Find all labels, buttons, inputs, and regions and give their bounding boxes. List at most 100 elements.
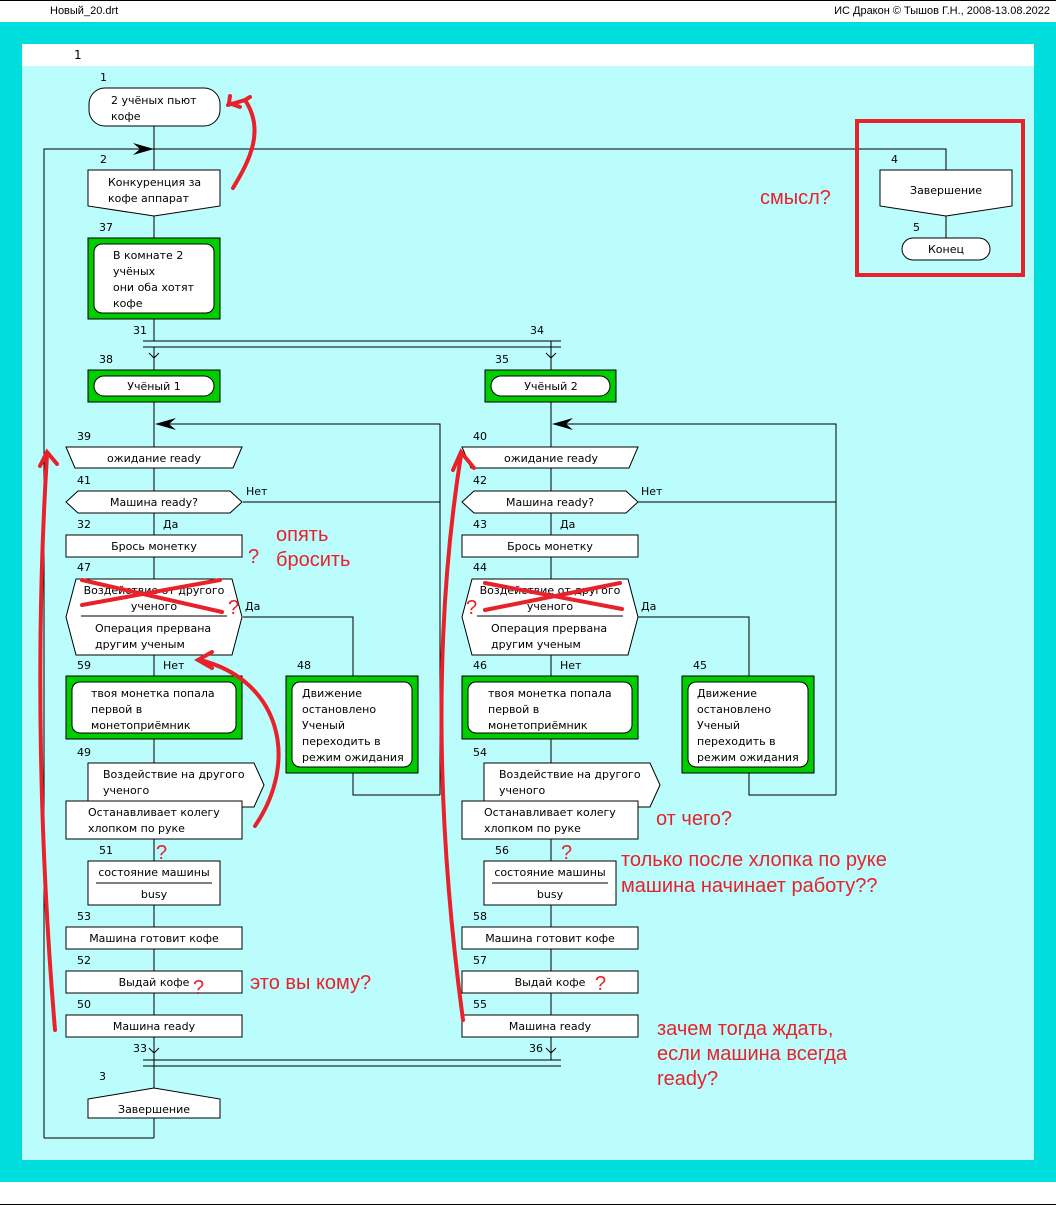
branch-node[interactable] (87, 169, 221, 217)
question-node[interactable] (461, 490, 639, 514)
sheet-number: 1 (74, 48, 82, 62)
question-mark-icon: ? (248, 546, 259, 568)
comment-node[interactable] (291, 681, 413, 768)
node-text: Выдай кофе (119, 976, 190, 989)
node-text: режим ожидания (302, 751, 404, 764)
action-node[interactable] (461, 970, 639, 994)
node-text: Учёный 1 (127, 380, 181, 393)
annotation-text: машина начинает работу?? (621, 875, 878, 897)
node-number: 5 (913, 221, 920, 234)
node-text: переходить в (697, 735, 776, 748)
file-name: Новый_20.drt (50, 5, 119, 17)
node-text: ученого (499, 784, 545, 797)
question-node[interactable] (65, 490, 243, 514)
question-mark-icon: ? (156, 842, 167, 864)
output-node[interactable] (87, 762, 265, 808)
node-text: Операция прервана (95, 622, 211, 635)
node-text: кофе (111, 110, 141, 123)
action-node[interactable] (65, 800, 243, 840)
node-text: Машина ready? (506, 496, 594, 509)
node-text: кофе (113, 297, 143, 310)
comment-node[interactable] (93, 243, 215, 314)
node-value: busy (537, 888, 564, 901)
action-node[interactable] (461, 800, 639, 840)
choice-node[interactable] (461, 578, 639, 656)
node-text: состояние машины (98, 866, 209, 879)
node-text: Учёный 2 (524, 380, 578, 393)
action-node[interactable] (461, 534, 639, 558)
branch-label-no: Нет (246, 485, 268, 498)
node-text: ожидание ready (107, 452, 202, 465)
highlight-box (855, 119, 1025, 277)
node-text: Ученый (697, 719, 740, 732)
node-text: Останавливает колегу (88, 806, 220, 819)
action-node[interactable] (65, 1014, 243, 1038)
node-text: учёных (113, 265, 156, 278)
node-number: 4 (891, 153, 898, 166)
node-text: твоя монетка попала (488, 687, 612, 700)
branch-label-no: Нет (163, 659, 185, 672)
node-number: 51 (99, 844, 113, 857)
action-node[interactable] (65, 534, 243, 558)
node-text: хлопком по руке (484, 822, 581, 835)
copyright-text: ИС Дракон © Тышов Г.Н., 2008-13.08.2022 (834, 5, 1050, 17)
node-number: 34 (530, 324, 544, 337)
node-text: В комнате 2 (113, 249, 183, 262)
annotation-text: ready? (657, 1068, 718, 1090)
annotation-text: от чего? (656, 808, 732, 830)
branch-node-end[interactable] (879, 169, 1013, 217)
annotation-arrow (198, 658, 281, 828)
address-node[interactable] (87, 1087, 221, 1119)
process-header[interactable] (490, 375, 611, 397)
node-text: состояние машины (494, 866, 605, 879)
branch-label-yes: Да (163, 518, 178, 531)
node-number: 31 (133, 324, 147, 337)
annotation-arrow (38, 453, 57, 1032)
node-number: 2 (100, 153, 107, 166)
node-number: 44 (473, 561, 487, 574)
question-mark-icon: ? (193, 977, 204, 999)
process-header[interactable] (93, 375, 215, 397)
node-text: первой в (488, 703, 539, 716)
node-text: Операция прервана (491, 622, 607, 635)
node-text: 2 учёных пьют (111, 94, 197, 107)
node-text: Выдай кофе (515, 976, 586, 989)
node-text-struck: ученого (527, 600, 573, 613)
end-node[interactable] (901, 237, 991, 261)
annotation-text: опять (276, 524, 328, 546)
node-text: ученого (103, 784, 149, 797)
node-text: Машина готовит кофе (89, 932, 219, 945)
node-number: 39 (77, 430, 91, 443)
comment-node[interactable] (467, 681, 633, 734)
arrow-down-icon (545, 352, 557, 359)
start-node[interactable] (88, 87, 221, 127)
node-number: 47 (77, 561, 91, 574)
node-number: 43 (473, 518, 487, 531)
node-number: 57 (473, 954, 487, 967)
timer-node[interactable] (65, 446, 243, 469)
node-text: первой в (91, 703, 142, 716)
annotation-text: смысл? (760, 187, 831, 209)
node-text: Брось монетку (111, 540, 197, 553)
branch-label-no: Нет (641, 485, 663, 498)
annotation-text: только после хлопка по руке (621, 849, 887, 871)
comment-node[interactable] (687, 681, 809, 768)
action-node[interactable] (461, 926, 639, 950)
question-mark-icon: ? (595, 973, 606, 995)
comment-node[interactable] (71, 681, 237, 734)
action-node[interactable] (461, 1014, 639, 1038)
action-node[interactable] (65, 970, 243, 994)
arrow-left-icon (552, 418, 573, 430)
node-text: переходить в (302, 735, 381, 748)
node-number: 52 (77, 954, 91, 967)
action-node[interactable] (65, 926, 243, 950)
arrow-down-icon (545, 1047, 557, 1054)
node-number: 40 (473, 430, 487, 443)
output-node[interactable] (483, 762, 661, 808)
loop-line (43, 148, 947, 1138)
arrow-left-icon (155, 418, 176, 430)
node-text-struck: ученого (131, 600, 177, 613)
node-value: busy (141, 888, 168, 901)
node-number: 36 (529, 1042, 543, 1055)
